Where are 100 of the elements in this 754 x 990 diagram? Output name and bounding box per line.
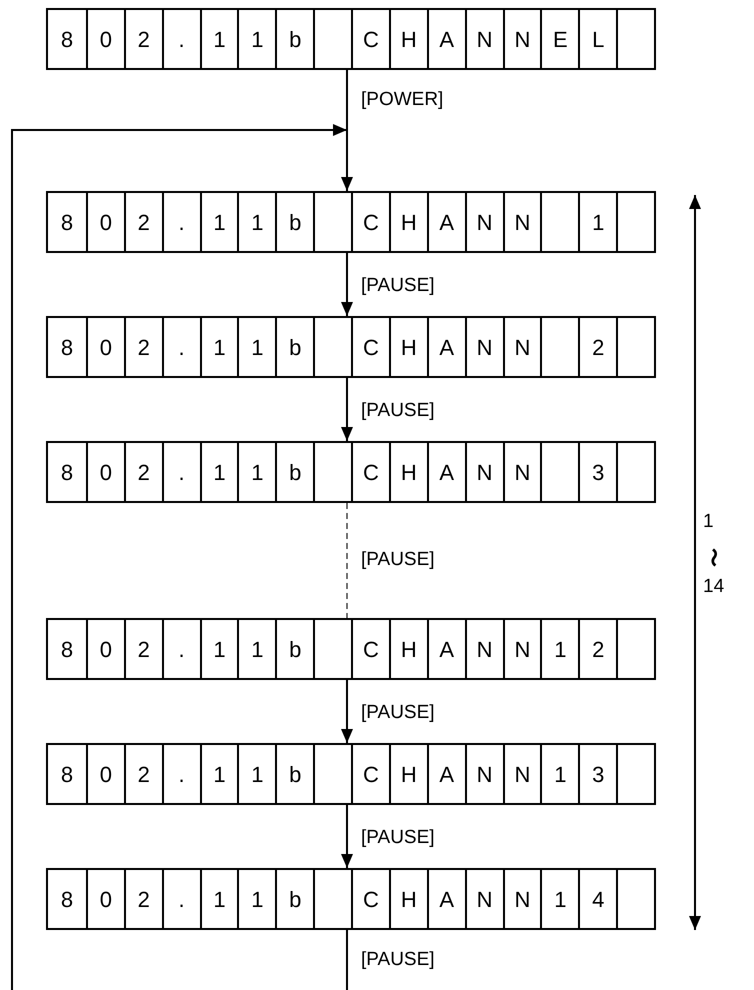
- range-label: 14: [703, 577, 724, 596]
- display-cell: H: [388, 745, 427, 803]
- display-cell: N: [464, 318, 502, 376]
- display-cell: N: [502, 10, 540, 68]
- display-cell: N: [502, 443, 540, 501]
- display-cell: 1: [540, 870, 578, 928]
- display-cell: N: [502, 620, 540, 678]
- display-cell: 1: [237, 318, 276, 376]
- display-cell: 2: [124, 620, 162, 678]
- display-cell: N: [464, 870, 502, 928]
- display-cell: E: [540, 10, 578, 68]
- display-cell: 0: [86, 870, 124, 928]
- display-cell: 0: [86, 443, 124, 501]
- edge-label: [PAUSE]: [361, 703, 435, 722]
- display-cell: C: [351, 443, 389, 501]
- lcd-display: [46, 8, 656, 70]
- display-cell: .: [162, 193, 200, 251]
- display-cell: 2: [124, 443, 162, 501]
- display-cell: .: [162, 620, 200, 678]
- arrow: [341, 378, 353, 441]
- display-cell: N: [464, 745, 502, 803]
- display-cell: 2: [124, 318, 162, 376]
- display-cell: 0: [86, 193, 124, 251]
- display-cell: H: [388, 870, 427, 928]
- display-cell-text: 8: [60, 208, 74, 236]
- display-cell: H: [388, 193, 427, 251]
- display-cell: 3: [578, 443, 616, 501]
- display-cell: b: [275, 745, 314, 803]
- lcd-display: [46, 868, 656, 930]
- range-label: 1: [703, 512, 714, 531]
- display-cell: L: [578, 10, 616, 68]
- display-cell: .: [162, 10, 200, 68]
- display-cell: .: [162, 745, 200, 803]
- display-cell: 0: [86, 318, 124, 376]
- display-cell: N: [464, 10, 502, 68]
- display-cell: b: [275, 620, 314, 678]
- display-cell: 1: [200, 870, 238, 928]
- display-cell: 1: [237, 745, 276, 803]
- display-cell: C: [351, 745, 389, 803]
- edge-label: [PAUSE]: [361, 550, 435, 569]
- edge-label: [PAUSE]: [361, 950, 435, 969]
- display-cell: H: [388, 620, 427, 678]
- lcd-display: [46, 618, 656, 680]
- display-cell: 1: [200, 193, 238, 251]
- display-cell: 1: [200, 10, 238, 68]
- display-cell: .: [162, 870, 200, 928]
- display-cell: 1: [578, 193, 616, 251]
- display-cell: 2: [124, 745, 162, 803]
- display-cell: 1: [237, 443, 276, 501]
- display-cell: H: [388, 443, 427, 501]
- display-cell: C: [351, 620, 389, 678]
- edge-label: [POWER]: [361, 90, 444, 109]
- display-cell: b: [275, 10, 314, 68]
- display-cell-text: 8: [60, 334, 74, 362]
- display-cell: A: [426, 620, 465, 678]
- arrow: [341, 680, 353, 743]
- display-cell: 4: [578, 870, 616, 928]
- display-cell: 1: [200, 443, 238, 501]
- display-cell: C: [351, 193, 389, 251]
- display-cell: 2: [124, 870, 162, 928]
- display-cell: A: [426, 443, 465, 501]
- display-cell: 1: [200, 745, 238, 803]
- display-cell: N: [464, 443, 502, 501]
- display-cell: 1: [237, 620, 276, 678]
- display-cell: N: [464, 620, 502, 678]
- display-cell: 2: [124, 10, 162, 68]
- lcd-display: [46, 743, 656, 805]
- display-cell: A: [426, 193, 465, 251]
- display-cell: H: [388, 318, 427, 376]
- display-cell: 1: [540, 745, 578, 803]
- range-label: 〜: [703, 548, 722, 567]
- display-cell: 1: [237, 870, 276, 928]
- edge-label: [PAUSE]: [361, 828, 435, 847]
- display-cell: A: [426, 745, 465, 803]
- display-cell-text: 8: [60, 26, 74, 54]
- lcd-display: [46, 316, 656, 378]
- display-cell: b: [275, 193, 314, 251]
- lcd-display: [46, 441, 656, 503]
- display-cell: C: [351, 318, 389, 376]
- display-cell: N: [502, 193, 540, 251]
- display-cell: 0: [86, 620, 124, 678]
- display-cell: b: [275, 318, 314, 376]
- display-cell: 1: [237, 193, 276, 251]
- display-cell: N: [502, 745, 540, 803]
- display-cell: N: [502, 870, 540, 928]
- lcd-display: [46, 191, 656, 253]
- display-cell: 1: [200, 318, 238, 376]
- display-cell: 2: [124, 193, 162, 251]
- display-cell: A: [426, 10, 465, 68]
- display-cell-text: 8: [60, 636, 74, 664]
- display-cell: 0: [86, 745, 124, 803]
- display-cell: N: [464, 193, 502, 251]
- display-cell: 3: [578, 745, 616, 803]
- display-cell: C: [351, 10, 389, 68]
- display-cell-text: 8: [60, 886, 74, 914]
- display-cell-text: 8: [60, 458, 74, 486]
- display-cell: C: [351, 870, 389, 928]
- display-cell: .: [162, 318, 200, 376]
- display-cell: H: [388, 10, 427, 68]
- display-cell: 0: [86, 10, 124, 68]
